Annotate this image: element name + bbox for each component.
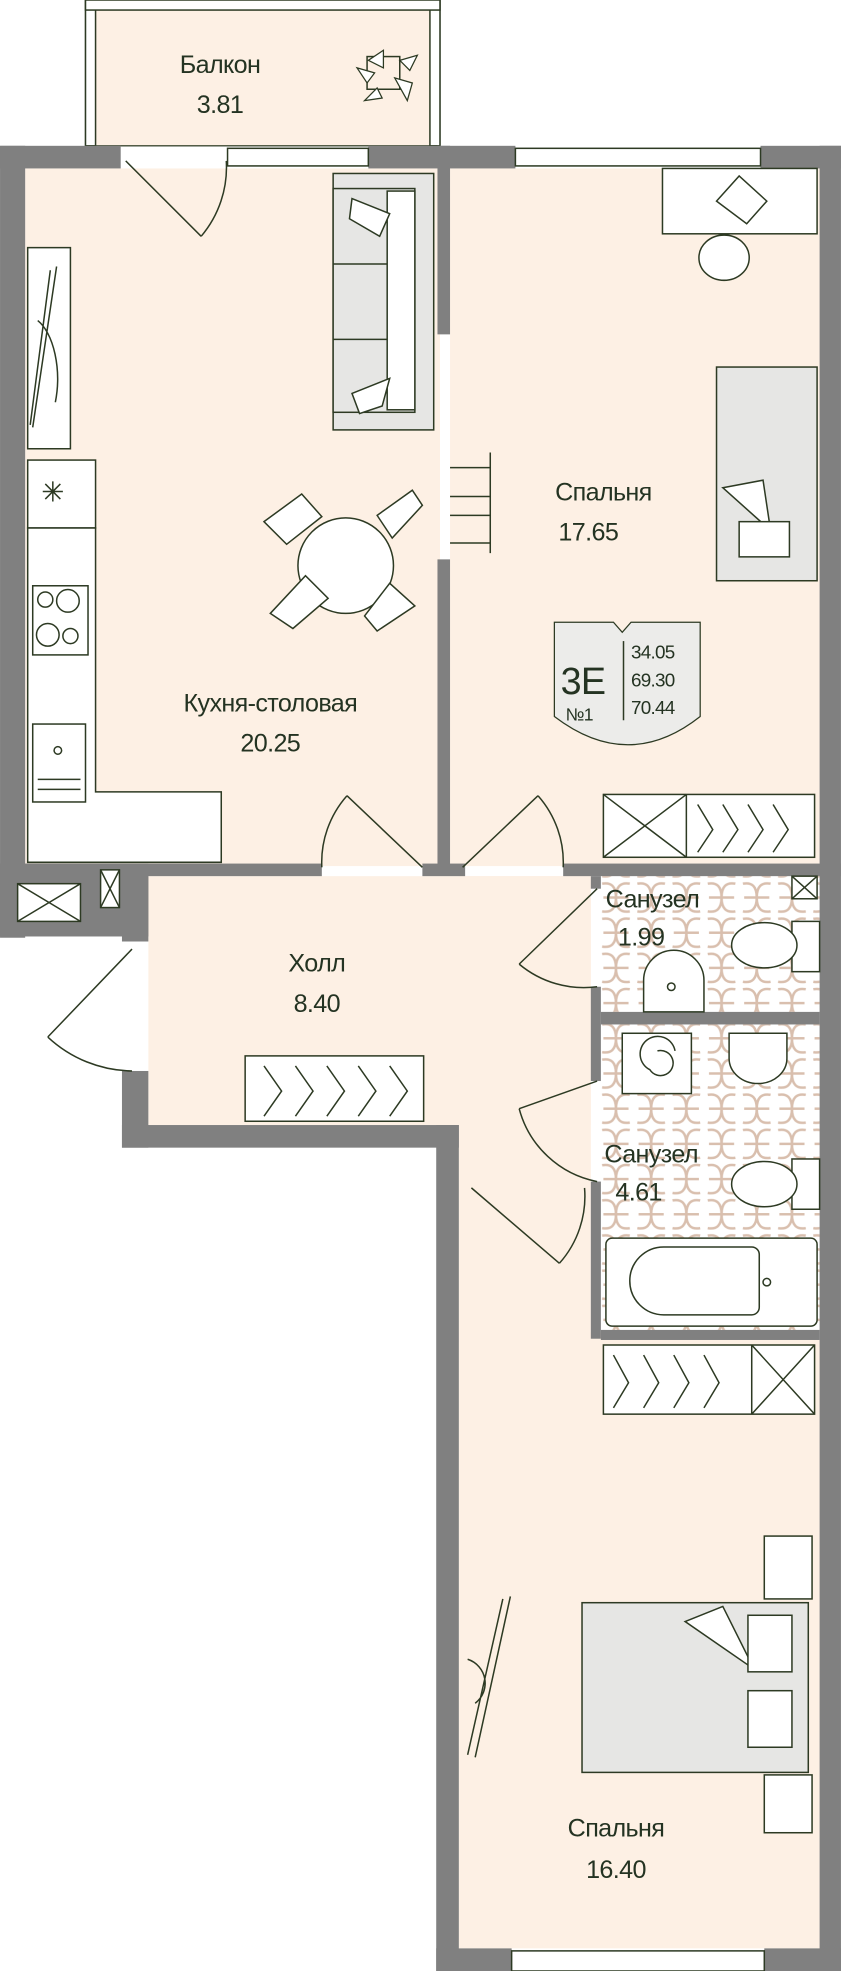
walls (0, 145, 841, 1971)
bath2-area: 4.61 (615, 1178, 661, 1206)
balcony-area: 3.81 (197, 91, 243, 119)
bedroom2-name: Спальня (568, 1814, 665, 1842)
apartment-area: 69.30 (631, 669, 675, 690)
corridor-floor (458, 876, 591, 1342)
apartment-type: 3E (561, 660, 606, 702)
plant-icon (355, 49, 419, 103)
bath2-name: Санузел (604, 1141, 697, 1169)
bedroom2-area: 16.40 (586, 1856, 646, 1884)
hall-area: 8.40 (294, 990, 340, 1018)
bath1-area: 1.99 (618, 923, 664, 951)
apartment-badge: 3E №1 34.05 69.30 70.44 (553, 621, 701, 746)
bath-fixtures (605, 875, 821, 1327)
kitchen-furniture (26, 172, 435, 864)
bedroom2-furniture (466, 1344, 816, 1834)
windows (226, 147, 766, 1971)
balcony-name: Балкон (180, 51, 260, 79)
hall-wardrobe (16, 869, 425, 1123)
apartment-number: №1 (566, 704, 593, 724)
bedroom1-name: Спальня (555, 478, 652, 506)
hall-name: Холл (288, 950, 345, 978)
bath1-name: Санузел (606, 886, 699, 914)
kitchen-name: Кухня-столовая (183, 689, 357, 717)
doors (47, 160, 598, 1264)
total-area: 70.44 (631, 697, 675, 718)
living-area: 34.05 (631, 642, 675, 663)
bedroom1-area: 17.65 (558, 519, 618, 547)
kitchen-area: 20.25 (240, 730, 300, 758)
balcony (84, 0, 441, 147)
bedroom1-furniture (450, 167, 818, 859)
